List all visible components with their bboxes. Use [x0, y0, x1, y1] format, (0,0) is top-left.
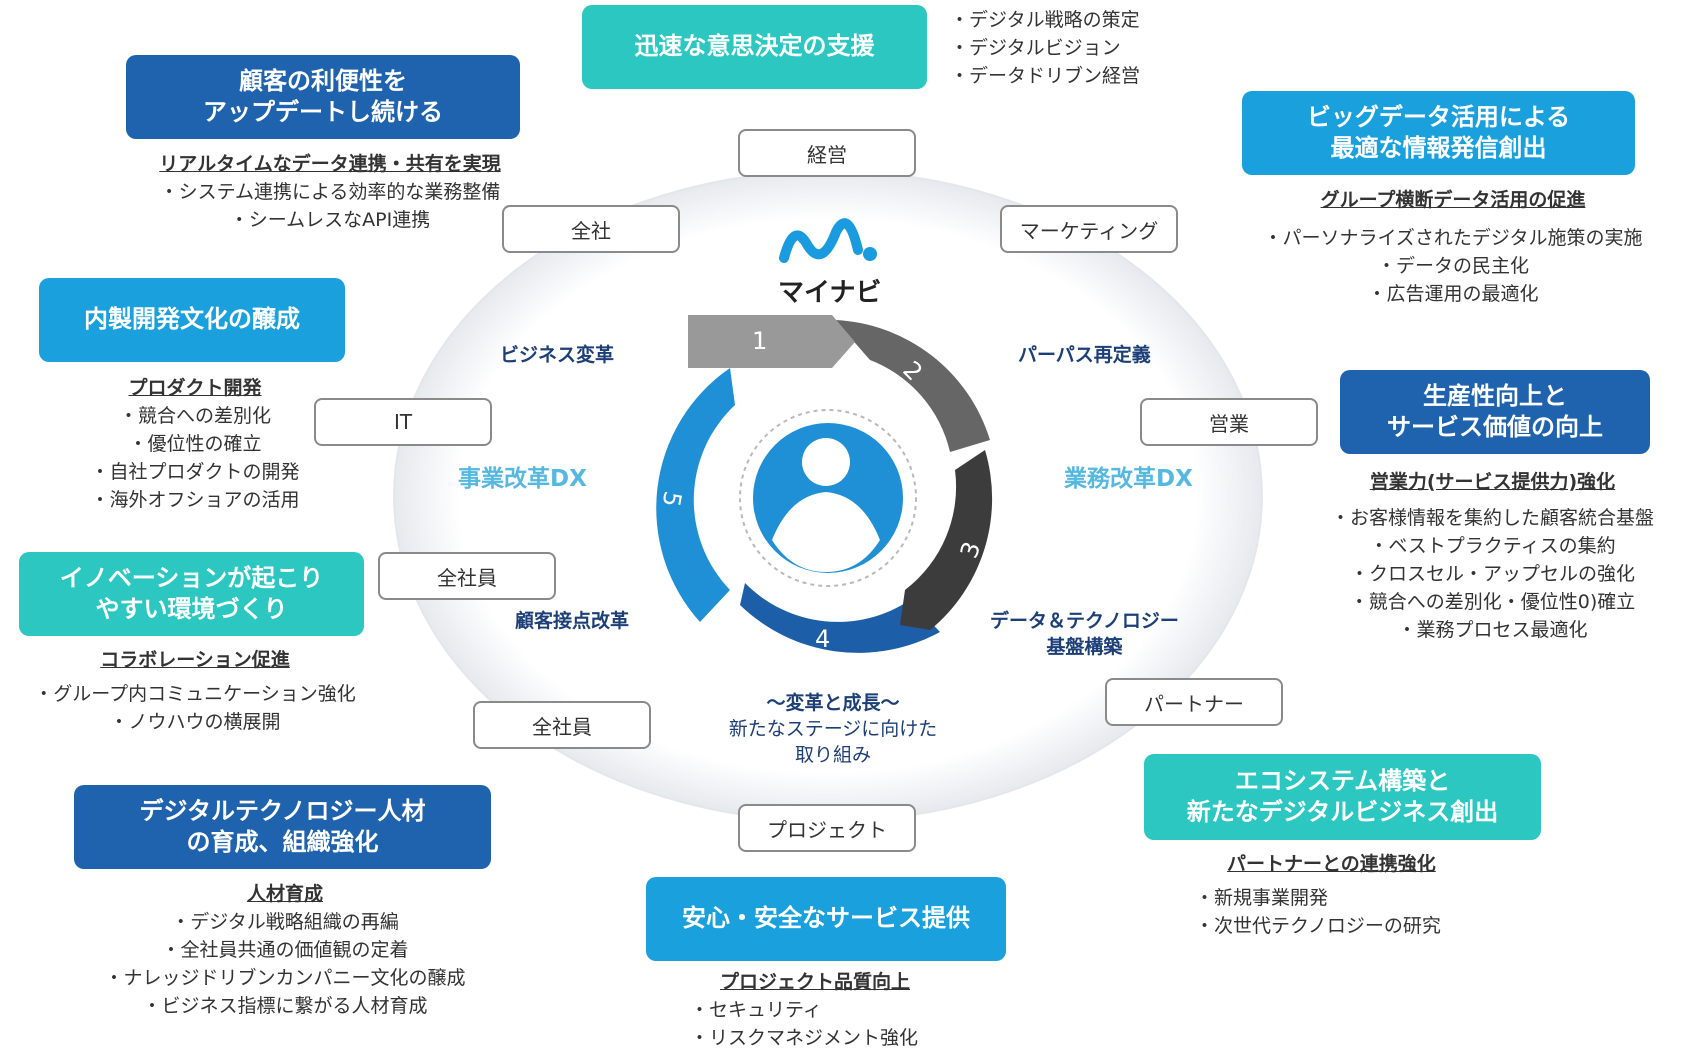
ecosystem-heading: パートナーとの連携強化 — [1227, 853, 1436, 875]
list-item: ・デジタル戦略の策定 — [950, 9, 1140, 31]
list-item: ・お客様情報を集約した顧客統合基盤 — [1330, 507, 1654, 529]
list-item: ・データの民主化 — [1376, 255, 1529, 277]
list-item: ・ベストプラクティスの集約 — [1369, 535, 1616, 557]
box-safety-title: 安心・安全なサービス提供 — [646, 877, 1006, 961]
tag-project: プロジェクト — [738, 804, 916, 852]
list-item: ・クロスセル・アップセルの強化 — [1349, 563, 1635, 585]
step-1-label: 1 — [752, 327, 768, 355]
tag-company: 全社 — [502, 205, 680, 253]
convenience-group: リアルタイムなデータ連携・共有を実現 ・システム連携による効率的な業務整備 ・シ… — [110, 150, 550, 234]
stage-business-change: ビジネス変革 — [500, 344, 615, 366]
list-item: ・パーソナライズされたデジタル施策の実施 — [1263, 227, 1643, 249]
tag-partner: パートナー — [1105, 678, 1283, 726]
list-item: ・優位性の確立 — [128, 433, 262, 455]
list-item: ・ナレッジドリブンカンパニー文化の醸成 — [104, 967, 466, 989]
stage-data-tech: データ＆テクノロジー 基盤構築 — [990, 610, 1179, 658]
stage-customer-contact: 顧客接点改革 — [515, 610, 630, 632]
list-item: ・競合への差別化 — [118, 405, 271, 427]
bigdata-group: グループ横断データ活用の促進 ・パーソナライズされたデジタル施策の実施 ・データ… — [1228, 186, 1678, 308]
cycle-segment-3 — [900, 450, 993, 630]
list-item: ・シームレスなAPI連携 — [229, 209, 431, 231]
customer-label: 顧客 — [808, 518, 848, 542]
inhouse-group: プロダクト開発 ・競合への差別化 ・優位性の確立 ・自社プロダクトの開発 ・海外… — [30, 374, 360, 514]
safety-group: プロジェクト品質向上 ・セキュリティ ・リスクマネジメント強化 — [690, 968, 990, 1052]
list-item: ・全社員共通の価値観の定着 — [161, 939, 409, 961]
list-item: ・次世代テクノロジーの研究 — [1195, 915, 1441, 937]
list-item: ・デジタルビジョン — [950, 37, 1121, 59]
cycle-segment-5 — [656, 368, 735, 622]
theme-title: ～変革と成長～ — [766, 692, 900, 714]
convenience-heading: リアルタイムなデータ連携・共有を実現 — [159, 153, 501, 175]
list-item: ・海外オフショアの活用 — [90, 489, 300, 511]
list-item: ・リスクマネジメント強化 — [690, 1027, 919, 1049]
bigdata-heading: グループ横断データ活用の促進 — [1320, 189, 1586, 211]
tag-all-staff-1: 全社員 — [378, 552, 556, 600]
tag-all-staff-2: 全社員 — [473, 701, 651, 749]
decision-items: ・デジタル戦略の策定 ・デジタルビジョン ・データドリブン経営 — [950, 6, 1140, 90]
box-ecosystem-title: エコシステム構築と 新たなデジタルビジネス創出 — [1144, 754, 1541, 840]
tag-sales: 営業 — [1140, 398, 1318, 446]
customer-icon — [772, 438, 880, 572]
theme-sub-1: 新たなステージに向けた — [728, 718, 938, 740]
list-item: ・データドリブン経営 — [950, 65, 1141, 87]
inhouse-heading: プロダクト開発 — [128, 377, 262, 399]
safety-heading: プロジェクト品質向上 — [720, 971, 911, 993]
box-talent-title: デジタルテクノロジー人材 の育成、組織強化 — [74, 785, 491, 869]
box-convenience-title: 顧客の利便性を アップデートし続ける — [126, 55, 520, 139]
list-item: ・業務プロセス最適化 — [1397, 619, 1588, 641]
cycle-segment-4 — [740, 583, 940, 653]
box-productivity-title: 生産性向上と サービス価値の向上 — [1340, 370, 1650, 454]
list-item: ・ビジネス指標に繋がる人材育成 — [142, 995, 428, 1017]
cycle-segment-1 — [688, 315, 855, 368]
talent-heading: 人材育成 — [246, 883, 323, 905]
productivity-heading: 営業力(サービス提供力)強化 — [1369, 471, 1616, 493]
box-bigdata-title: ビッグデータ活用による 最適な情報発信創出 — [1242, 91, 1635, 175]
box-innovation-title: イノベーションが起こり やすい環境づくり — [19, 552, 364, 636]
ecosystem-group: パートナーとの連携強化 ・新規事業開発 ・次世代テクノロジーの研究 — [1195, 850, 1535, 940]
dx-business: 事業改革DX — [458, 466, 587, 492]
list-item: ・デジタル戦略組織の再編 — [171, 911, 399, 933]
step-4-label: 4 — [815, 625, 831, 653]
list-item: ・システム連携による効率的な業務整備 — [159, 181, 501, 203]
mynavi-logo-icon — [779, 218, 877, 263]
list-item: ・広告運用の最適化 — [1367, 283, 1539, 305]
logo-text: マイナビ — [778, 278, 882, 308]
cycle-segment-2 — [835, 320, 990, 452]
tag-marketing: マーケティング — [1000, 205, 1178, 253]
list-item: ・自社プロダクトの開発 — [90, 461, 300, 483]
list-item: ・グループ内コミュニケーション強化 — [34, 683, 356, 705]
stage-purpose: パーパス再定義 — [1018, 344, 1151, 366]
tag-it: IT — [314, 398, 492, 446]
list-item: ・競合への差別化・優位性0)確立 — [1349, 591, 1636, 613]
innovation-group: コラボレーション促進 ・グループ内コミュニケーション強化 ・ノウハウの横展開 — [5, 646, 385, 736]
list-item: ・ノウハウの横展開 — [109, 711, 281, 733]
talent-group: 人材育成 ・デジタル戦略組織の再編 ・全社員共通の価値観の定着 ・ナレッジドリブ… — [60, 880, 510, 1020]
tag-management: 経営 — [738, 129, 916, 177]
theme-sub-2: 取り組み — [794, 744, 871, 766]
dx-operations: 業務改革DX — [1064, 466, 1193, 492]
box-decision-title: 迅速な意思決定の支援 — [582, 5, 927, 89]
list-item: ・セキュリティ — [690, 999, 822, 1021]
innovation-heading: コラボレーション促進 — [100, 649, 290, 671]
productivity-group: 営業力(サービス提供力)強化 ・お客様情報を集約した顧客統合基盤 ・ベストプラク… — [1300, 468, 1685, 644]
list-item: ・新規事業開発 — [1195, 887, 1329, 909]
box-inhouse-title: 内製開発文化の醸成 — [39, 278, 345, 362]
